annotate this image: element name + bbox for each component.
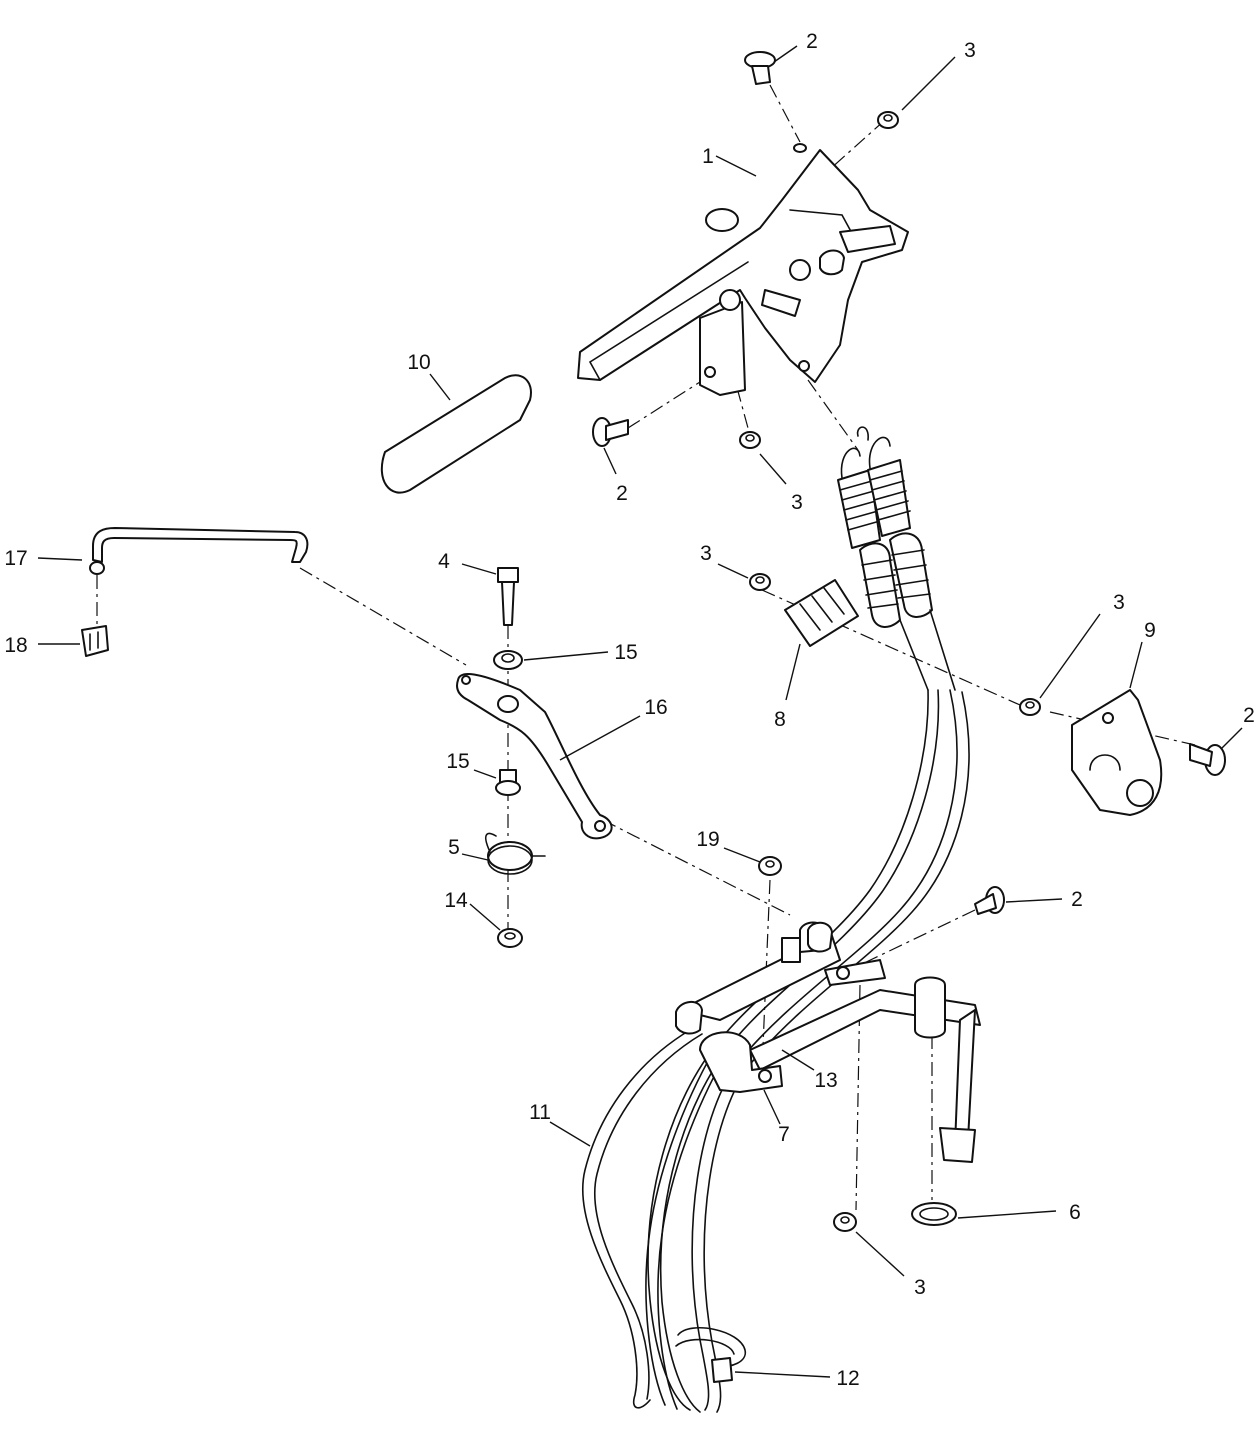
callout-3: 3	[700, 542, 712, 565]
callout-15: 15	[446, 750, 469, 773]
callout-4: 4	[438, 550, 450, 573]
callout-17: 17	[4, 547, 27, 570]
cable-tie	[675, 1327, 746, 1383]
callout-1: 1	[702, 145, 714, 168]
control-rod	[89, 527, 309, 575]
callout-14: 14	[444, 889, 468, 912]
cable-clamp	[699, 1031, 783, 1093]
callout-6: 6	[1069, 1201, 1081, 1224]
callout-9: 9	[1144, 619, 1156, 642]
carriage-bolt-bracket	[1189, 743, 1226, 776]
flange-nut-lower	[833, 1212, 857, 1232]
cable-bracket	[784, 579, 859, 647]
flange-nut-top	[877, 111, 899, 129]
callout-12: 12	[836, 1367, 859, 1390]
callout-5: 5	[448, 836, 460, 859]
callout-13: 13	[814, 1069, 837, 1092]
flange-nut-bracket-right	[1019, 698, 1041, 716]
callout-2: 2	[806, 30, 818, 53]
callout-16: 16	[644, 696, 667, 719]
callout-10: 10	[407, 351, 430, 374]
flange-bushing-lower	[495, 769, 521, 796]
callout-15: 15	[614, 641, 637, 664]
shoulder-bolt	[497, 567, 519, 626]
callout-2: 2	[1243, 704, 1255, 727]
flange-bushing-upper	[493, 650, 523, 670]
flange-nut-lever	[758, 856, 782, 876]
cable-springs	[837, 426, 956, 691]
lower-linkage	[679, 921, 981, 1163]
callout-3: 3	[1113, 591, 1125, 614]
carriage-bolt-top	[744, 51, 776, 85]
callout-8: 8	[774, 708, 786, 731]
parking-brake-handle	[577, 143, 909, 396]
lock-nut	[497, 928, 523, 948]
flange-nut-bracket-left	[749, 573, 771, 591]
cable-end-fittings	[675, 921, 833, 1035]
callout-2: 2	[1071, 888, 1083, 911]
callout-18: 18	[4, 634, 27, 657]
callout-labels: 2 3 1 10 2 3 17 18 4 15 3 3 9 8 16 2 15 …	[4, 30, 1255, 1390]
flange-nut-handle	[739, 431, 761, 449]
callout-3: 3	[964, 39, 976, 62]
callout-3: 3	[791, 491, 803, 514]
torsion-spring	[485, 832, 546, 875]
retaining-clip	[81, 625, 109, 657]
assembly-centerlines	[96, 84, 1196, 1211]
callout-11: 11	[529, 1101, 551, 1124]
callout-3: 3	[914, 1276, 926, 1299]
callout-19: 19	[696, 828, 719, 851]
mounting-plate	[1071, 689, 1163, 816]
pivot-lever	[456, 673, 613, 840]
callout-leaders	[37, 45, 1243, 1378]
handle-grip	[380, 374, 532, 494]
callout-2: 2	[616, 482, 628, 505]
hairpin-clip	[911, 1202, 957, 1226]
carriage-bolt-handle	[592, 417, 629, 447]
carriage-bolt-lower	[974, 886, 1005, 915]
callout-7: 7	[778, 1123, 790, 1146]
